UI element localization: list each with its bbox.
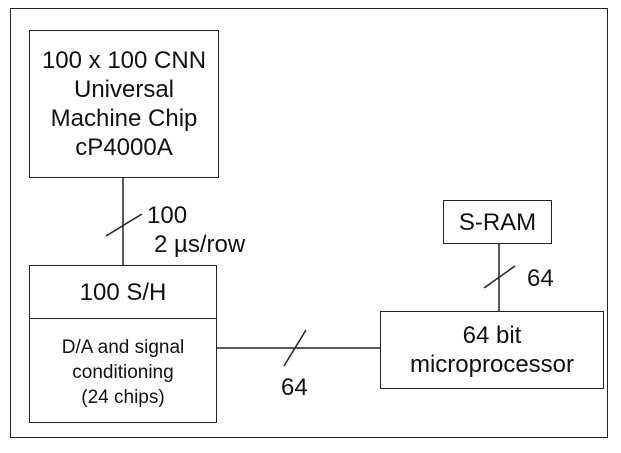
sh-to-micro-slash xyxy=(283,329,307,367)
sh-conditioning-line3: (24 chips) xyxy=(81,386,165,408)
chip-to-sh-slash xyxy=(105,213,143,237)
cnn-chip-box: 100 x 100 CNN Universal Machine Chip cP4… xyxy=(29,30,219,178)
microprocessor-line2: microprocessor xyxy=(409,351,575,378)
sh-header: 100 S/H xyxy=(30,266,216,319)
chip-to-sh-count: 100 xyxy=(147,202,188,229)
sh-conditioning-line1: D/A and signal xyxy=(61,336,185,358)
sh-conditioning: D/A and signal conditioning (24 chips) xyxy=(30,322,216,422)
cnn-chip-line4: cP4000A xyxy=(75,134,173,161)
cnn-chip-line2: Universal xyxy=(73,76,175,103)
cnn-chip-line3: Machine Chip xyxy=(50,105,198,132)
diagram-frame xyxy=(10,8,608,438)
chip-to-sh-rate: 2 µs/row xyxy=(154,231,246,258)
microprocessor-box: 64 bit microprocessor xyxy=(380,311,604,389)
microprocessor-line1: 64 bit xyxy=(462,322,522,349)
sram-box: S-RAM xyxy=(443,200,552,244)
sh-header-label: 100 S/H xyxy=(79,278,167,306)
sram-label: S-RAM xyxy=(458,208,537,236)
sram-to-micro-slash xyxy=(483,265,516,289)
sram-to-micro-count: 64 xyxy=(527,265,554,292)
cnn-chip-line1: 100 x 100 CNN xyxy=(41,47,207,74)
sh-to-micro-count: 64 xyxy=(281,374,308,401)
sh-conditioning-line2: conditioning xyxy=(72,361,174,383)
sh-block: 100 S/H D/A and signal conditioning (24 … xyxy=(29,265,217,423)
